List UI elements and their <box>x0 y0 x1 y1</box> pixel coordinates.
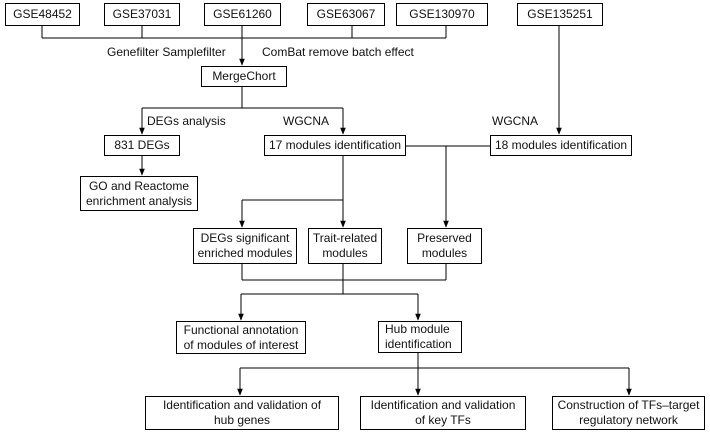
hub-module-line1: Hub module <box>385 322 450 336</box>
modules-18-box: 18 modules identification <box>490 135 632 156</box>
label-genefilter: Genefilter Samplefilter <box>107 45 226 59</box>
key-tfs-line1: Identification and validation <box>370 398 516 412</box>
go-reactome-box: GO and Reactome enrichment analysis <box>80 176 198 211</box>
hub-genes-line1: Identification and validation of <box>162 398 322 412</box>
go-reactome-line1: GO and Reactome <box>88 178 190 193</box>
dataset-box-gse61260: GSE61260 <box>204 3 281 26</box>
key-tfs-box: Identification and validation of key TFs <box>360 396 526 430</box>
hub-module-box: Hub module identification <box>378 321 462 353</box>
trait-related-line2: modules <box>322 246 368 260</box>
functional-annotation-line1: Functional annotation <box>183 322 299 337</box>
dataset-box-gse37031: GSE37031 <box>104 3 180 26</box>
label-wgcna-right: WGCNA <box>492 114 538 128</box>
modules-17-box: 17 modules identification <box>264 135 406 156</box>
degs-significant-line1: DEGs significant <box>200 231 290 245</box>
trait-related-line1: Trait-related <box>312 231 378 245</box>
trait-related-box: Trait-related modules <box>308 228 382 264</box>
dataset-box-gse130970: GSE130970 <box>396 3 488 26</box>
dataset-box-gse48452: GSE48452 <box>5 3 80 26</box>
functional-annotation-box: Functional annotation of modules of inte… <box>176 321 306 354</box>
hub-genes-box: Identification and validation of hub gen… <box>145 396 339 430</box>
hub-module-line2: identification <box>385 337 452 351</box>
go-reactome-line2: enrichment analysis <box>85 193 193 208</box>
degs-box: 831 DEGs <box>104 135 180 156</box>
label-wgcna-left: WGCNA <box>283 114 329 128</box>
label-combat: ComBat remove batch effect <box>262 45 414 59</box>
degs-significant-box: DEGs significant enriched modules <box>193 228 297 264</box>
preserved-box: Preserved modules <box>407 228 482 264</box>
hub-genes-line2: hub genes <box>213 413 271 427</box>
label-degs-analysis: DEGs analysis <box>147 114 226 128</box>
dataset-box-gse63067: GSE63067 <box>307 3 385 26</box>
dataset-box-gse135251: GSE135251 <box>517 3 603 26</box>
merge-box: MergeChort <box>201 66 287 87</box>
degs-significant-line2: enriched modules <box>197 246 293 260</box>
tf-network-line2: regulatory network <box>579 413 678 427</box>
tf-network-line1: Construction of TFs–target <box>557 398 700 412</box>
key-tfs-line2: of key TFs <box>415 413 471 427</box>
functional-annotation-line2: of modules of interest <box>183 337 299 352</box>
preserved-line2: modules <box>421 246 468 260</box>
preserved-line1: Preserved <box>417 231 472 245</box>
tf-network-box: Construction of TFs–target regulatory ne… <box>552 396 705 430</box>
